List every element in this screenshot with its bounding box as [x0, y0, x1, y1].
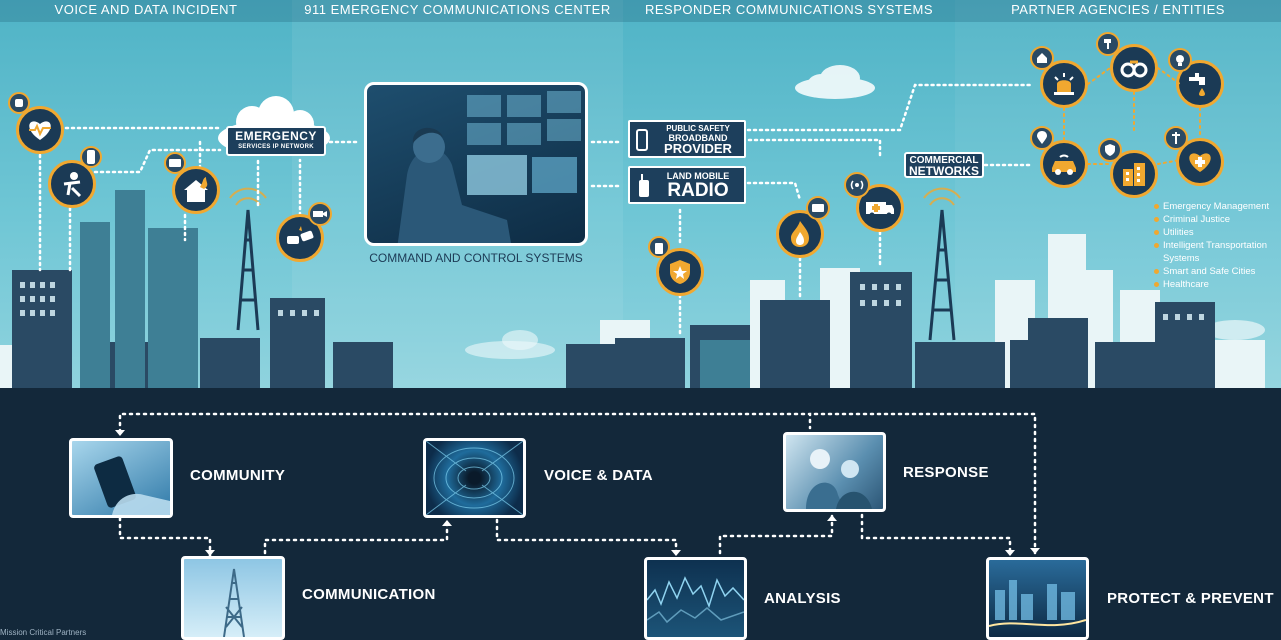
partner-connectors	[1030, 40, 1250, 220]
partner-item: Intelligent Transportation Systems	[1154, 239, 1281, 265]
header-voice-data-incident: VOICE AND DATA INCIDENT	[0, 0, 292, 22]
header-partner-agencies: PARTNER AGENCIES / ENTITIES	[955, 0, 1281, 22]
land-mobile-radio-box: LAND MOBILE RADIO	[628, 166, 746, 204]
phone-icon	[80, 146, 102, 168]
command-center-photo	[364, 82, 588, 246]
communication-image	[181, 556, 285, 640]
commercial-networks-box: COMMERCIAL NETWORKS	[904, 152, 984, 178]
partner-item: Utilities	[1154, 226, 1281, 239]
response-image	[783, 432, 886, 512]
broadband-provider-box: PUBLIC SAFETY BROADBAND PROVIDER	[628, 120, 746, 158]
smartwatch-icon	[8, 92, 30, 114]
response-label: RESPONSE	[903, 464, 989, 481]
analysis-label: ANALYSIS	[764, 590, 841, 607]
broadband-line1: PUBLIC SAFETY	[650, 124, 746, 133]
partner-agencies-list: Emergency Management Criminal Justice Ut…	[1154, 200, 1281, 291]
broadband-line3: PROVIDER	[650, 142, 746, 156]
responders-illustration	[786, 435, 883, 509]
stock-chart-illustration	[647, 560, 744, 637]
ip-network-title: EMERGENCY	[228, 130, 324, 143]
partner-item: Healthcare	[1154, 278, 1281, 291]
emergency-ip-network-box: EMERGENCY SERVICES IP NETWORK	[226, 126, 326, 156]
data-tunnel-illustration	[426, 441, 523, 515]
broadband-phone-icon	[636, 129, 648, 156]
community-label: COMMUNITY	[190, 467, 285, 484]
protect-prevent-image	[986, 557, 1089, 640]
commercial-line2: NETWORKS	[906, 166, 982, 176]
camera-icon	[308, 202, 332, 226]
tablet-icon	[164, 152, 186, 174]
tower-photo-illustration	[184, 559, 282, 637]
city-scene: VOICE AND DATA INCIDENT 911 EMERGENCY CO…	[0, 0, 1281, 388]
header-911-center: 911 EMERGENCY COMMUNICATIONS CENTER	[292, 0, 623, 22]
protect-prevent-label: PROTECT & PREVENT	[1107, 590, 1274, 607]
partner-item: Criminal Justice	[1154, 213, 1281, 226]
voice-data-label: VOICE & DATA	[544, 467, 653, 484]
health-monitor-icon	[16, 106, 64, 154]
voice-data-image	[423, 438, 526, 518]
partner-item: Emergency Management	[1154, 200, 1281, 213]
radio-icon	[638, 174, 650, 203]
city-lights-illustration	[989, 560, 1086, 637]
partner-item: Smart and Safe Cities	[1154, 265, 1281, 278]
dispatcher-illustration	[367, 85, 588, 246]
communication-label: COMMUNICATION	[302, 586, 436, 603]
fire-tablet-icon	[806, 196, 830, 220]
lmr-line2: RADIO	[652, 181, 744, 201]
credit-text: Mission Critical Partners	[0, 628, 86, 637]
command-center-caption: COMMAND AND CONTROL SYSTEMS	[364, 251, 588, 265]
wireless-signal-icon	[844, 172, 870, 198]
analysis-image	[644, 557, 747, 640]
header-responder-systems: RESPONDER COMMUNICATIONS SYSTEMS	[623, 0, 955, 22]
ip-network-subtitle: SERVICES IP NETWORK	[228, 143, 324, 152]
house-fire-icon	[172, 166, 220, 214]
hand-phone-illustration	[72, 441, 170, 515]
police-radio-icon	[648, 236, 670, 258]
community-image	[69, 438, 173, 518]
